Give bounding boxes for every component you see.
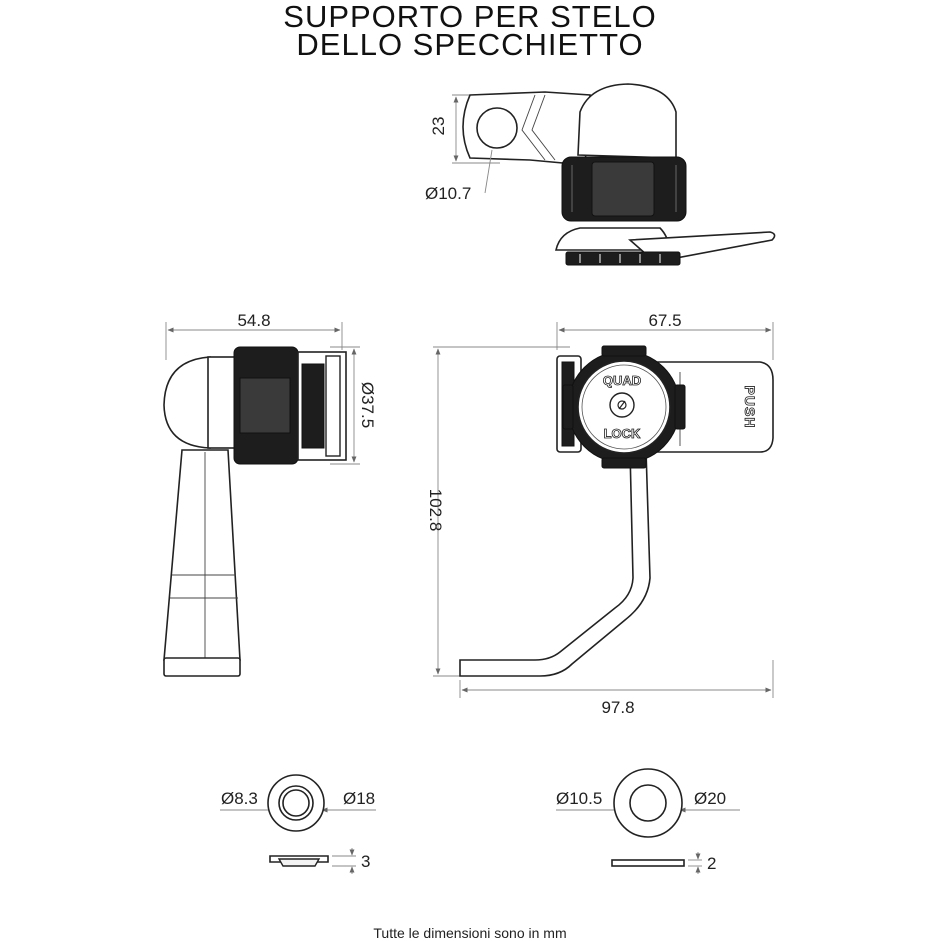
top-height-label: 23 — [429, 117, 448, 136]
logo-lock: LOCK — [604, 426, 641, 441]
title-line-1: SUPPORTO PER STELO — [283, 0, 657, 34]
washer-small-outer-label: Ø18 — [343, 789, 375, 808]
washer-large: Ø10.5 Ø20 2 — [556, 768, 740, 874]
title-line-2: DELLO SPECCHIETTO — [296, 27, 644, 62]
front-view: 67.5 102.8 97.8 PUSH QUAD LOCK — [426, 311, 774, 717]
washer-small: Ø8.3 Ø18 3 — [220, 774, 376, 874]
washer-large-thickness-label: 2 — [707, 854, 716, 873]
front-height-label: 102.8 — [426, 489, 445, 532]
washer-large-outer-label: Ø20 — [694, 789, 726, 808]
logo-quad: QUAD — [603, 373, 641, 388]
top-hole-label: Ø10.7 — [425, 184, 471, 203]
front-stem-arm — [459, 449, 651, 677]
push-label: PUSH — [742, 386, 758, 429]
hole-circle — [476, 107, 518, 149]
side-view: 54.8 Ø37.5 — [163, 311, 377, 677]
washer-small-inner-label: Ø8.3 — [221, 789, 258, 808]
front-base-width-label: 97.8 — [601, 698, 634, 717]
top-view: 23 Ø10.7 — [425, 83, 776, 266]
footnote: Tutte le dimensioni sono in mm — [373, 925, 567, 941]
front-top-width-label: 67.5 — [648, 311, 681, 330]
washer-small-thickness-label: 3 — [361, 852, 370, 871]
washer-large-inner-label: Ø10.5 — [556, 789, 602, 808]
dome-cap — [577, 83, 677, 159]
side-diameter-label: Ø37.5 — [358, 382, 377, 428]
side-width-label: 54.8 — [237, 311, 270, 330]
side-stem — [163, 449, 241, 661]
